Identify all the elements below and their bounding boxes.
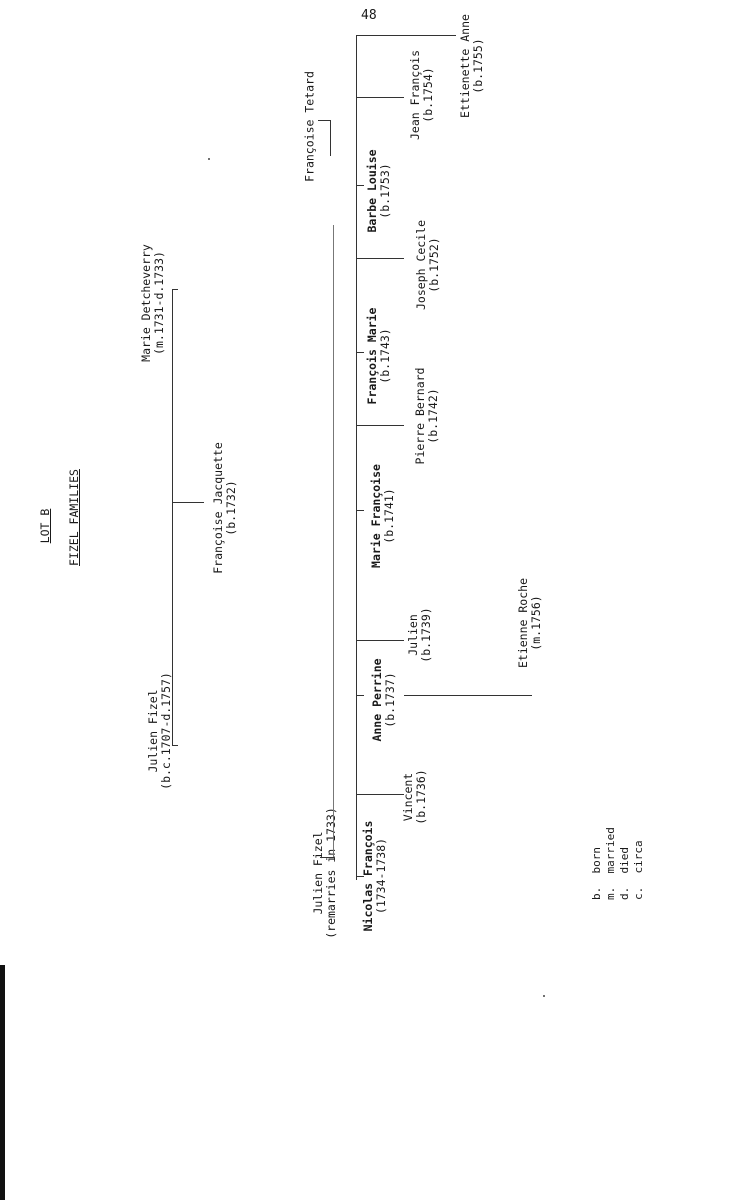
person-dates: (b.1736): [414, 769, 428, 825]
person-dates: (b.1741): [382, 488, 396, 544]
person-anne-perrine: Anne Perrine (b.1737): [370, 650, 397, 750]
person-dates: (b.1739): [419, 607, 433, 663]
scan-edge: [0, 965, 5, 1200]
connector-line: [356, 876, 364, 877]
person-dates: (b.1737): [383, 672, 397, 728]
person-francoise-jacquette: Françoise Jacquette (b.1732): [211, 433, 238, 583]
person-dates: (m.1756): [529, 595, 543, 651]
person-dates: (1734-1738): [374, 837, 388, 915]
lot-label: LOT B: [38, 508, 52, 544]
person-dates: (b.1753): [378, 163, 392, 219]
person-jean-francois: Jean François (b.1754): [408, 40, 435, 150]
person-julien-fizel-jr: Julien Fizel (remarries in 1733): [311, 803, 338, 943]
person-joseph-cecile: Joseph Cecile (b.1752): [414, 210, 441, 320]
person-francois-marie: François Marie (b.1743): [365, 301, 392, 411]
person-francoise-tetard: Françoise Tetard: [302, 67, 317, 187]
person-dates: (remarries in 1733): [324, 807, 338, 939]
connector-line: [172, 745, 178, 746]
connector-line: [320, 857, 334, 858]
legend-meaning: died: [618, 847, 631, 874]
connector-line: [172, 502, 204, 503]
legend-item: m. married: [604, 827, 617, 900]
connector-line: [356, 97, 404, 98]
person-vincent: Vincent (b.1736): [401, 757, 428, 837]
person-dates: (b.1742): [426, 388, 440, 444]
person-nicolas-francois: Nicolas François (1734-1738): [361, 816, 388, 936]
connector-line: [356, 794, 404, 795]
person-etienne-roche: Etienne Roche (m.1756): [516, 573, 543, 673]
families-label: FIZEL FAMILIES: [67, 469, 81, 566]
person-dates: (b.1755): [471, 38, 485, 94]
person-marie-detcheverry: Marie Detcheverry (m.1731-d.1733): [139, 233, 166, 373]
legend-meaning: born: [590, 847, 603, 874]
connector-line: [333, 225, 334, 857]
connector-line: [356, 185, 364, 186]
person-dates: (m.1731-d.1733): [152, 251, 166, 355]
connector-line: [356, 35, 456, 36]
connector-line: [404, 695, 532, 696]
legend-abbr: m.: [604, 886, 617, 900]
lot-title: LOT B FIZEL FAMILIES: [38, 469, 81, 566]
legend-abbr: b.: [590, 886, 603, 900]
connector-line: [356, 510, 364, 511]
connector-line: [356, 425, 404, 426]
person-pierre-bernard: Pierre Bernard (b.1742): [413, 366, 440, 466]
legend-meaning: married: [604, 827, 617, 874]
legend-meaning: circa: [632, 840, 645, 874]
connector-line: [318, 120, 330, 121]
person-barbe-louise: Barbe Louise (b.1753): [365, 141, 392, 241]
person-dates: (b.1743): [378, 328, 392, 384]
person-ettienette-anne: Ettienette Anne (b.1755): [458, 6, 485, 126]
person-name: Françoise Tetard: [302, 71, 317, 182]
person-dates: (b.1752): [427, 237, 441, 293]
person-dates: (b.1732): [224, 480, 238, 536]
scan-speck: [208, 158, 210, 160]
page-number: 48: [361, 8, 377, 23]
connector-line: [330, 120, 331, 156]
connector-line: [172, 289, 178, 290]
connector-line: [356, 352, 364, 353]
person-dates: (b.1754): [421, 67, 435, 123]
legend-item: d. died: [618, 847, 631, 900]
legend-abbr: c.: [632, 886, 645, 900]
scan-speck: [543, 995, 545, 997]
legend-abbr: d.: [618, 886, 631, 900]
connector-line: [356, 258, 404, 259]
children-bar: [356, 35, 357, 880]
person-marie-francoise: Marie Françoise (b.1741): [369, 456, 396, 576]
connector-line: [356, 640, 404, 641]
connector-line: [356, 695, 364, 696]
legend-item: c. circa: [632, 840, 645, 900]
person-julien-fizel-sr: Julien Fizel (b.c.1707-d.1757): [146, 661, 173, 801]
person-julien-child: Julien (b.1739): [406, 600, 433, 670]
legend-item: b. born: [590, 847, 603, 900]
connector-line: [172, 289, 173, 745]
